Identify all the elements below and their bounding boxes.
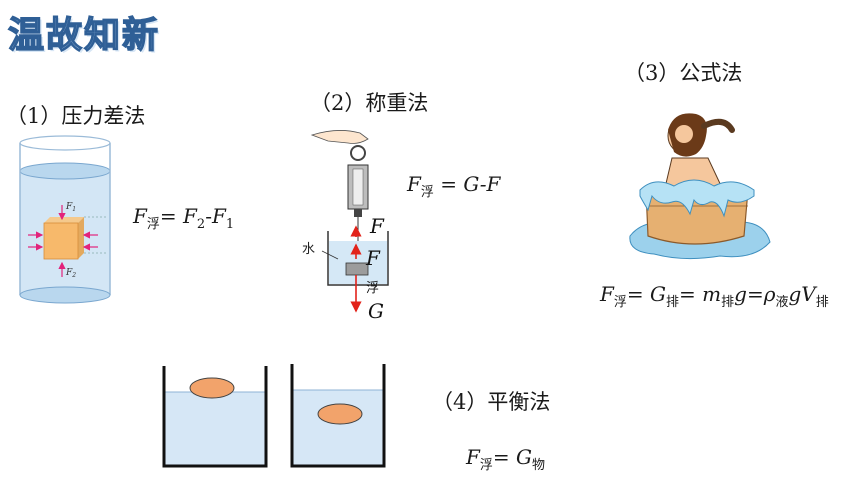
method-1-label: （1）压力差法	[6, 104, 146, 128]
archimedes-bath-figure	[629, 113, 771, 260]
method-2-label: （2）称重法	[310, 91, 429, 115]
force-f1-label: F1	[65, 202, 76, 213]
page-title: 温故知新	[7, 14, 161, 56]
force-f2-label: F2	[65, 268, 76, 279]
suspended-beaker-figure	[290, 364, 386, 468]
hand-icon	[310, 130, 369, 144]
weighing-figure: 水 F F 浮 G	[302, 130, 389, 323]
method-3-label: （3）公式法	[624, 61, 743, 85]
pressure-difference-figure: F1 F2	[19, 135, 111, 304]
formula-archimedes: F浮= G排= m排g=ρ液gV排	[600, 282, 829, 310]
formula-balance: F浮= G物	[466, 445, 546, 473]
floating-beaker-figure	[162, 366, 268, 468]
formula-pressure-difference: F浮= F2-F1	[133, 204, 235, 232]
force-f-label: F	[369, 214, 385, 238]
force-fu-subscript: 浮	[366, 281, 379, 296]
water-label: 水	[302, 242, 315, 257]
force-g-label: G	[368, 299, 384, 323]
force-ffu-label: F	[365, 246, 381, 270]
method-4-label: （4）平衡法	[432, 390, 551, 414]
formula-weighing: F浮 = G-F	[407, 172, 501, 200]
